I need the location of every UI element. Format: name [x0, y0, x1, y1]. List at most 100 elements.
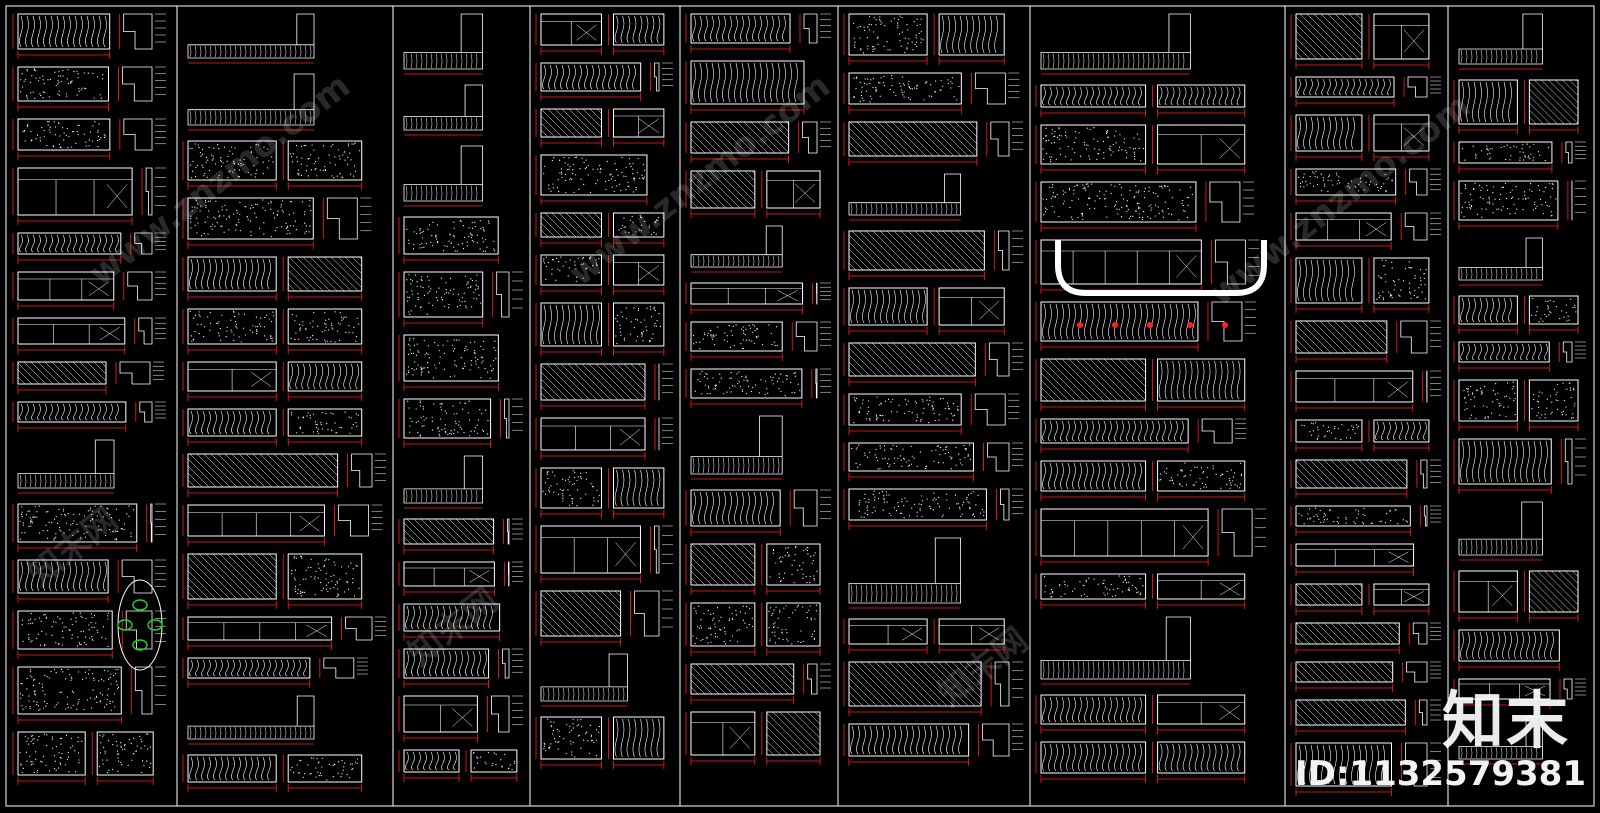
desk-elevation: [12, 361, 107, 394]
desk-elevation: [1152, 694, 1246, 734]
desk-plan: [1040, 616, 1191, 685]
desk-section: [1558, 341, 1586, 363]
desk-section: [1205, 181, 1254, 223]
desk-elevation: [843, 13, 928, 65]
desk-elevation: [1152, 573, 1246, 609]
desk-section: [503, 561, 523, 587]
desk-section: [117, 559, 166, 594]
desk-section: [1560, 438, 1586, 485]
desk-section: [119, 118, 166, 151]
desk-elevation: [685, 663, 795, 704]
desk-section: [1402, 661, 1441, 683]
desk-elevation: [685, 121, 790, 163]
desk-elevation: [182, 504, 325, 546]
red-marker: [1187, 322, 1193, 328]
desk-section: [1408, 622, 1441, 645]
desk-elevation: [608, 302, 665, 356]
desk-elevation: [608, 467, 665, 518]
desk-elevation: [843, 661, 982, 716]
desk-section: [970, 72, 1020, 105]
desk-elevation: [1368, 114, 1430, 161]
u-shape-desk-plan: [1055, 240, 1267, 296]
desk-elevation: [1035, 358, 1147, 411]
desk-section: [500, 398, 523, 439]
desk-elevation: [1523, 295, 1579, 334]
desk-plan: [848, 537, 961, 609]
desk-section: [1207, 301, 1256, 342]
desk-plan: [403, 84, 483, 136]
desk-elevation: [535, 302, 602, 356]
desk-section: [996, 488, 1023, 521]
desk-elevation: [12, 401, 127, 432]
desk-elevation: [535, 363, 646, 410]
reception-desk-drawings: [12, 13, 1586, 796]
desk-elevation: [1035, 84, 1147, 117]
desk-elevation: [182, 140, 277, 190]
desk-elevation: [398, 216, 499, 264]
desk-plan: [187, 13, 315, 64]
desk-elevation: [685, 282, 804, 314]
desk-elevation: [843, 230, 985, 280]
desk-elevation: [1368, 257, 1430, 313]
desk-section: [986, 121, 1023, 157]
desk-elevation: [282, 140, 363, 190]
desk-section: [811, 368, 831, 399]
desk-elevation: [1290, 699, 1406, 735]
desk-elevation: [1152, 124, 1246, 174]
desk-section: [141, 167, 166, 216]
desk-elevation: [398, 561, 495, 596]
desk-elevation: [1152, 460, 1246, 501]
desk-plan: [690, 415, 783, 480]
desk-elevation: [1035, 741, 1147, 783]
desk-elevation: [685, 13, 791, 53]
desk-elevation: [535, 525, 641, 583]
desk-elevation: [933, 618, 1005, 654]
desk-elevation: [1453, 79, 1518, 134]
desk-section: [130, 232, 166, 255]
desk-elevation: [398, 648, 490, 688]
desk-elevation: [1290, 583, 1363, 615]
desk-plan: [1040, 13, 1191, 75]
desk-elevation: [1035, 124, 1147, 174]
desk-section: [119, 13, 166, 50]
desk-elevation: [535, 716, 602, 769]
desk-elevation: [1290, 114, 1363, 161]
desk-plan: [1458, 716, 1543, 765]
desk-section: [1197, 418, 1247, 444]
desk-section: [115, 361, 165, 385]
desk-elevation: [535, 13, 602, 55]
desk-elevation: [282, 361, 363, 401]
desk-elevation: [608, 108, 665, 147]
desk-plan: [403, 455, 483, 509]
desk-section: [322, 197, 372, 240]
desk-section: [1561, 141, 1586, 164]
desk-elevation: [1453, 678, 1551, 709]
desk-plan: [403, 13, 483, 75]
desk-elevation: [1523, 379, 1579, 431]
desk-elevation: [1453, 341, 1550, 372]
desk-plan: [1458, 13, 1543, 70]
desk-elevation: [843, 72, 962, 114]
desk-section: [146, 503, 166, 543]
desk-elevation: [398, 271, 484, 327]
desk-elevation: [1368, 13, 1430, 69]
desk-section: [812, 282, 831, 305]
desk-elevation: [182, 408, 277, 446]
desk-elevation: [1290, 419, 1363, 452]
desk-section: [130, 666, 166, 715]
desk-elevation: [685, 60, 805, 114]
desk-elevation: [1290, 168, 1397, 205]
desk-elevation: [12, 167, 133, 225]
desk-elevation: [608, 13, 665, 55]
desk-elevation: [282, 754, 363, 792]
desk-elevation: [1290, 543, 1415, 576]
desk-elevation: [685, 368, 803, 408]
desk-section: [791, 321, 831, 352]
desk-elevation: [182, 256, 277, 301]
desk-elevation: [608, 716, 665, 769]
desk-elevation: [1290, 76, 1395, 107]
desk-elevation: [182, 616, 333, 650]
desk-section: [650, 62, 673, 92]
desk-section: [498, 648, 523, 679]
